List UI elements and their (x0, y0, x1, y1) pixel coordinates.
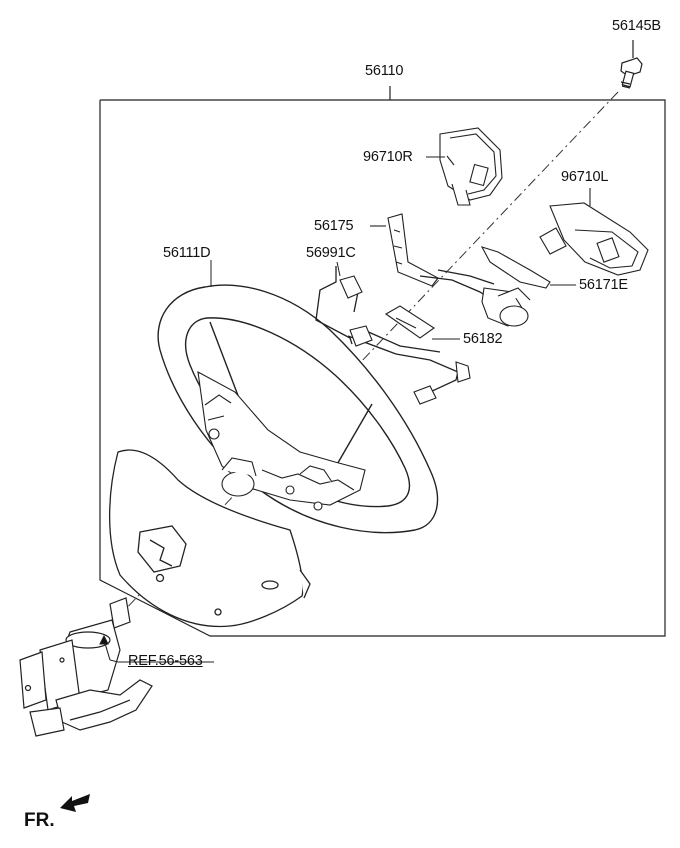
bracket-56182 (384, 305, 460, 340)
connector-cluster (339, 275, 531, 405)
part-label-56145b: 56145B (612, 18, 661, 34)
steering-column (19, 597, 153, 737)
wheel-hub (197, 371, 366, 511)
trim-56171e (480, 246, 576, 289)
part-label-56110: 56110 (365, 63, 404, 79)
part-label-56111d: 56111D (163, 245, 211, 261)
part-label-96710l: 96710L (561, 169, 609, 185)
airbag-cover (108, 449, 311, 628)
switch-96710r (426, 127, 503, 206)
bracket-56175 (370, 213, 439, 287)
assembly-frame (99, 86, 666, 637)
switch-96710l (539, 188, 649, 276)
leader-lines (210, 260, 341, 287)
front-direction-arrow (60, 794, 90, 812)
part-label-56171e: 56171E (579, 277, 628, 293)
front-direction-label: FR. (24, 810, 55, 831)
part-label-56175: 56175 (314, 218, 354, 234)
part-label-96710r: 96710R (363, 149, 413, 165)
part-label-56182: 56182 (463, 331, 503, 347)
steering-wheel (157, 284, 439, 534)
reference-arrow (99, 634, 214, 663)
part-label-56991c: 56991C (306, 245, 356, 261)
reference-label: REF.56-563 (128, 653, 203, 669)
bolt-56145b (620, 40, 643, 89)
